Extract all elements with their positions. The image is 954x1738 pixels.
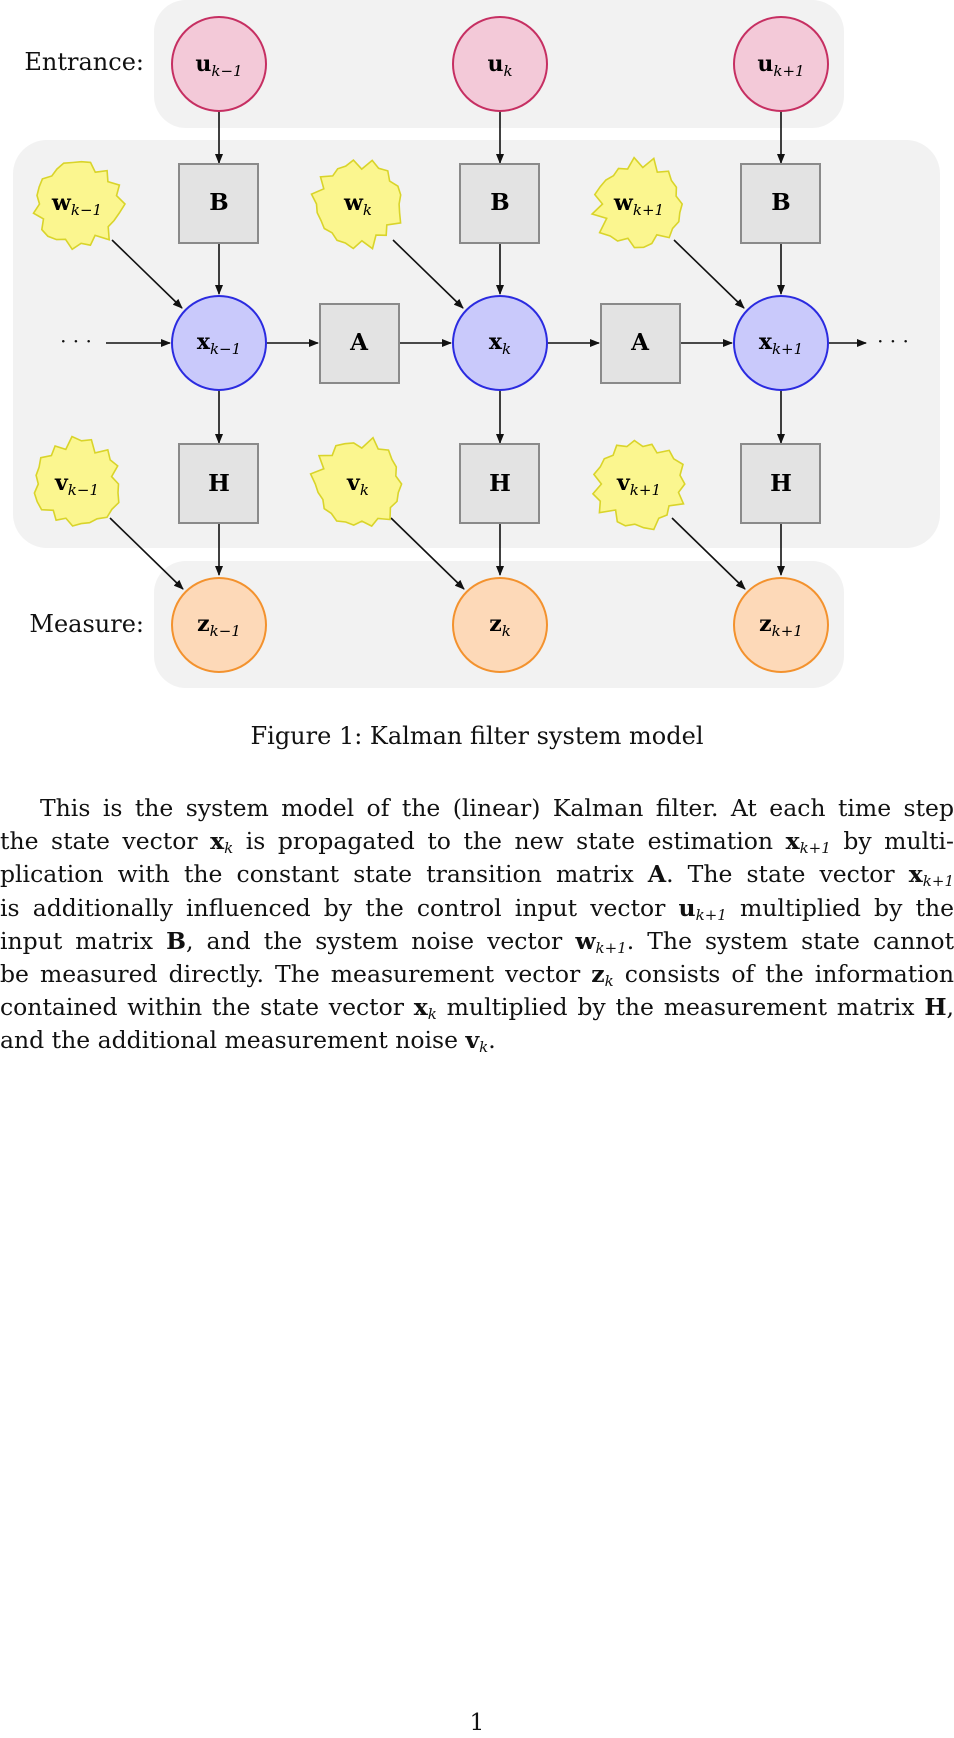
paragraph-line: This is the system model of the (linear)… (40, 794, 954, 822)
u-node-1 (171, 16, 267, 112)
w-noise-blob-2 (310, 159, 402, 250)
math-symbol: H (924, 993, 947, 1022)
v-noise-blob-1 (33, 435, 120, 527)
w-noise-blob-1 (32, 160, 127, 251)
paragraph-line: input matrix B, and the system noise vec… (0, 926, 954, 957)
u-node-3 (733, 16, 829, 112)
u-label-1: uk−1 (195, 51, 242, 80)
v-label-3: vk+1 (616, 470, 661, 499)
body-paragraph: This is the system model of the (linear)… (0, 792, 954, 1058)
h-box-1 (178, 443, 259, 524)
a-box-1 (319, 303, 400, 384)
ellipsis-left: · · · (60, 329, 92, 353)
x-node-2 (452, 295, 548, 391)
math-symbol: u (678, 893, 696, 922)
z-label-1: zk−1 (197, 611, 241, 640)
h-label-3: H (770, 470, 792, 497)
v-label-1: vk−1 (54, 470, 99, 499)
a-label-2: A (630, 329, 650, 356)
kalman-system-diagram: Entrance: Measure: · · · · · · (13, 0, 940, 688)
arrow-v-z-1 (109, 517, 184, 590)
paragraph-line: plication with the constant state transi… (0, 860, 954, 891)
math-symbol: x (413, 993, 428, 1022)
matrix-a-boxes: A A (319, 303, 681, 384)
math-symbol: v (465, 1026, 480, 1055)
u-label-2: uk (487, 51, 512, 80)
measurement-z-nodes: zk−1 zk zk+1 (171, 577, 829, 673)
z-node-1 (171, 577, 267, 673)
arrow-w-x-1 (111, 239, 183, 309)
paragraph-line: be measured directly. The measurement ve… (0, 960, 954, 991)
math-symbol: B (166, 926, 186, 955)
measure-label: Measure: (29, 610, 144, 638)
b-label-3: B (771, 189, 790, 216)
b-label-2: B (490, 189, 509, 216)
ellipsis-right: · · · (877, 329, 909, 353)
x-node-1 (171, 295, 267, 391)
z-label-2: zk (489, 611, 511, 640)
paragraph-line: is additionally influenced by the contro… (0, 893, 954, 924)
system-noise-w-nodes: wk−1 wk wk+1 (32, 156, 684, 251)
h-box-3 (740, 443, 821, 524)
u-node-2 (452, 16, 548, 112)
z-node-2 (452, 577, 548, 673)
a-box-2 (600, 303, 681, 384)
h-label-1: H (208, 470, 230, 497)
x-label-3: xk+1 (759, 329, 803, 358)
x-label-2: xk (489, 329, 511, 358)
w-noise-blob-3 (590, 156, 684, 249)
w-label-1: wk−1 (51, 190, 102, 219)
z-node-3 (733, 577, 829, 673)
arrow-v-z-3 (671, 517, 746, 590)
paragraph-line: the state vector xk is propagated to the… (0, 827, 954, 858)
arrow-w-x-3 (673, 239, 745, 309)
x-label-1: xk−1 (197, 329, 241, 358)
arrow-v-z-2 (390, 517, 465, 590)
page-number: 1 (469, 1710, 485, 1736)
a-label-1: A (349, 329, 369, 356)
math-symbol: x (785, 827, 800, 856)
w-label-3: wk+1 (613, 190, 664, 219)
b-label-1: B (209, 189, 228, 216)
b-box-1 (178, 163, 259, 244)
math-symbol: A (647, 860, 667, 889)
matrix-h-boxes: H H H (178, 443, 821, 524)
measurement-noise-v-nodes: vk−1 vk vk+1 (33, 435, 686, 531)
entrance-label: Entrance: (24, 48, 144, 76)
arrows (106, 111, 867, 590)
v-noise-blob-2 (309, 436, 403, 528)
paragraph-line: and the additional measurement noise vk. (0, 1026, 496, 1057)
math-symbol: x (908, 860, 923, 889)
x-node-3 (733, 295, 829, 391)
figure-caption: Figure 1: Kalman filter system model (250, 722, 704, 750)
math-symbol: z (591, 960, 605, 989)
b-box-2 (459, 163, 540, 244)
u-label-3: uk+1 (757, 51, 804, 80)
v-noise-blob-3 (591, 439, 686, 531)
w-label-2: wk (343, 190, 372, 219)
h-box-2 (459, 443, 540, 524)
input-u-nodes: uk−1 uk uk+1 (171, 16, 829, 112)
b-box-3 (740, 163, 821, 244)
z-label-3: zk+1 (759, 611, 803, 640)
math-symbol: x (210, 827, 225, 856)
v-label-2: vk (346, 470, 369, 499)
matrix-b-boxes: B B B (178, 163, 821, 244)
math-symbol: w (575, 926, 596, 955)
state-x-nodes: xk−1 xk xk+1 (171, 295, 829, 391)
arrow-w-x-2 (392, 239, 464, 309)
paragraph-line: contained within the state vector xk mul… (0, 993, 954, 1024)
h-label-2: H (489, 470, 511, 497)
